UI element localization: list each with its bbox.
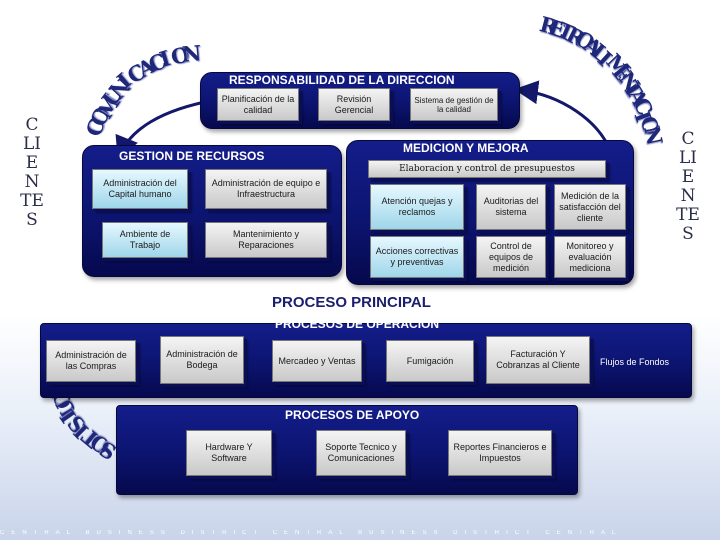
mercadeo-box[interactable]: Mercadeo y Ventas <box>272 340 362 382</box>
monitoreo-box[interactable]: Monitoreo y evaluación mediciona <box>554 236 626 278</box>
quejas-box[interactable]: Atención quejas y reclamos <box>370 184 464 230</box>
control-equipos-box[interactable]: Control de equipos de medición <box>476 236 546 278</box>
acciones-box[interactable]: Acciones correctivas y preventivas <box>370 236 464 278</box>
fumigacion-box[interactable]: Fumigación <box>386 340 474 382</box>
satisfaccion-box[interactable]: Medición de la satisfacción del cliente <box>554 184 626 230</box>
proceso-principal-title: PROCESO PRINCIPAL <box>272 294 431 311</box>
reportes-box[interactable]: Reportes Financieros e Impuestos <box>448 430 552 476</box>
facturacion-box[interactable]: Facturación Y Cobranzas al Cliente <box>486 336 590 384</box>
flujos-fondos-label[interactable]: Flujos de Fondos <box>600 357 670 367</box>
arcRetro-letter: N <box>639 123 668 148</box>
clientes-left: CLIENTES <box>20 115 44 230</box>
equipo-infraestructura-box[interactable]: Administración de equipo e Infraestructu… <box>205 169 327 209</box>
apoyo-title: PROCESOS DE APOYO <box>285 408 420 422</box>
operacion-panel: PROCESOS DE OPERACION <box>40 317 692 398</box>
footer-watermark: CENTRAL BUSINESS DISTRICT CENTRAL BUSINE… <box>0 530 623 536</box>
capital-humano-box[interactable]: Administración del Capital humano <box>92 169 188 209</box>
planificacion-box[interactable]: Planificación de la calidad <box>217 88 299 121</box>
revision-box[interactable]: Revisión Gerencial <box>318 88 390 121</box>
ambiente-trabajo-box[interactable]: Ambiente de Trabajo <box>102 222 188 258</box>
recursos-title: GESTION DE RECURSOS <box>119 149 265 163</box>
arcCom-letter: N <box>181 40 203 68</box>
hardware-box[interactable]: Hardware Y Software <box>186 430 272 476</box>
soporte-box[interactable]: Soporte Tecnico y Comunicaciones <box>316 430 406 476</box>
medicion-title: MEDICION Y MEJORA <box>403 141 529 155</box>
sistema-gestion-box[interactable]: Sistema de gestión de la calidad <box>410 88 498 121</box>
operacion-title: PROCESOS DE OPERACION <box>275 317 440 331</box>
auditorias-box[interactable]: Auditorias del sistema <box>476 184 546 230</box>
presupuestos-banner[interactable]: Elaboracion y control de presupuestos <box>368 160 606 178</box>
bodega-box[interactable]: Administración de Bodega <box>160 336 244 384</box>
clientes-right: CLIENTES <box>676 129 700 244</box>
direccion-title: RESPONSABILIDAD DE LA DIRECCION <box>229 73 455 87</box>
mantenimiento-box[interactable]: Mantenimiento y Reparaciones <box>205 222 327 258</box>
compras-box[interactable]: Administración de las Compras <box>46 340 136 382</box>
